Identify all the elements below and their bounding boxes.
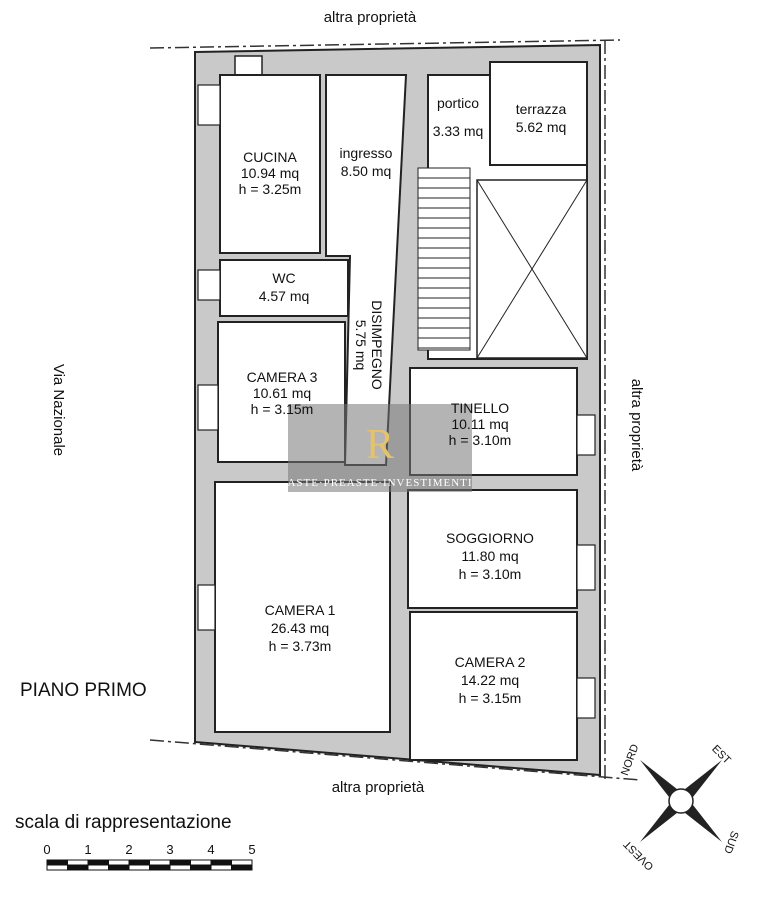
room-camera-1 (214, 481, 391, 733)
staircase (417, 167, 471, 351)
scale-segment (231, 859, 253, 866)
cucina-area: 10.94 mq (241, 165, 299, 181)
scale-segment (108, 859, 130, 866)
portico-name: portico (437, 95, 479, 111)
scale-tick-label: 0 (43, 842, 50, 857)
wc-area: 4.57 mq (259, 288, 310, 304)
tinello-height: h = 3.10m (449, 432, 512, 448)
scale-segment (67, 859, 89, 866)
camera2-name: CAMERA 2 (455, 654, 526, 670)
scale-segment (128, 864, 150, 871)
room-cucina (219, 74, 321, 254)
soggiorno-name: SOGGIORNO (446, 530, 534, 546)
ingresso-area: 8.50 mq (341, 163, 392, 179)
camera2-area: 14.22 mq (461, 672, 519, 688)
scale-segment (87, 864, 109, 871)
scale-segment (169, 864, 191, 871)
scale-bar: 0 1 2 3 4 5 (43, 842, 256, 871)
scale-segment (149, 864, 171, 871)
scale-segment (128, 859, 150, 866)
floor-label: PIANO PRIMO (20, 680, 147, 701)
watermark: R ASTE·PREASTE·INVESTIMENTI (287, 404, 472, 492)
wc-name: WC (272, 270, 295, 286)
windows (197, 84, 596, 719)
scale-segment (210, 859, 232, 866)
neighbor-top: altra proprietà (324, 9, 417, 26)
camera1-height: h = 3.73m (269, 638, 332, 654)
ingresso-name: ingresso (340, 145, 393, 161)
scale-segment (231, 864, 253, 871)
scale-segment (190, 859, 212, 866)
property-line-bottom (149, 739, 641, 781)
disimpegno-name: DISIMPEGNO (369, 300, 385, 390)
camera2-height: h = 3.15m (459, 690, 522, 706)
chimney (234, 55, 263, 77)
watermark-logo: R (366, 422, 394, 468)
camera1-name: CAMERA 1 (265, 602, 336, 618)
scale-segment (87, 859, 109, 866)
cucina-name: CUCINA (243, 149, 297, 165)
camera3-height: h = 3.15m (251, 401, 314, 417)
room-wc (219, 259, 349, 317)
street-left: Via Nazionale (50, 364, 67, 456)
soggiorno-height: h = 3.10m (459, 566, 522, 582)
scale-segment (108, 864, 130, 871)
watermark-text: ASTE·PREASTE·INVESTIMENTI (287, 477, 472, 489)
compass-ovest: OVEST (621, 838, 656, 873)
scale-segment (169, 859, 191, 866)
room-soggiorno (407, 489, 578, 609)
scale-segment (149, 859, 171, 866)
camera1-area: 26.43 mq (271, 620, 329, 636)
camera3-area: 10.61 mq (253, 385, 311, 401)
scale-tick-label: 3 (166, 842, 173, 857)
scale-tick-label: 1 (84, 842, 91, 857)
scale-segment (46, 864, 68, 871)
camera3-name: CAMERA 3 (247, 369, 318, 385)
soggiorno-area: 11.80 mq (461, 548, 518, 564)
scale-title: scala di rappresentazione (15, 812, 232, 833)
scale-segment (190, 864, 212, 871)
scale-segment (67, 864, 89, 871)
neighbor-right: altra proprietà (628, 379, 645, 472)
scale-segment (210, 864, 232, 871)
scale-segment (46, 859, 68, 866)
room-terrazza (489, 61, 588, 166)
tinello-name: TINELLO (451, 400, 509, 416)
compass-nord: NORD (619, 743, 641, 778)
neighbor-bottom: altra proprietà (332, 779, 425, 796)
cucina-height: h = 3.25m (239, 181, 302, 197)
compass-est: EST (709, 743, 733, 767)
scale-tick-label: 2 (125, 842, 132, 857)
tinello-area: 10.11 mq (451, 416, 508, 432)
scale-tick-label: 4 (207, 842, 214, 857)
room-camera-2 (409, 611, 578, 761)
void-cross (476, 179, 588, 359)
compass: NORD EST SUD OVEST (619, 743, 740, 873)
scale-tick-label: 5 (248, 842, 255, 857)
terrazza-area: 5.62 mq (516, 119, 567, 135)
portico-area: 3.33 mq (433, 123, 484, 139)
disimpegno-area: 5.75 mq (353, 320, 369, 371)
terrazza-name: terrazza (516, 101, 567, 117)
compass-sud: SUD (721, 829, 740, 855)
property-line-top (149, 39, 621, 49)
